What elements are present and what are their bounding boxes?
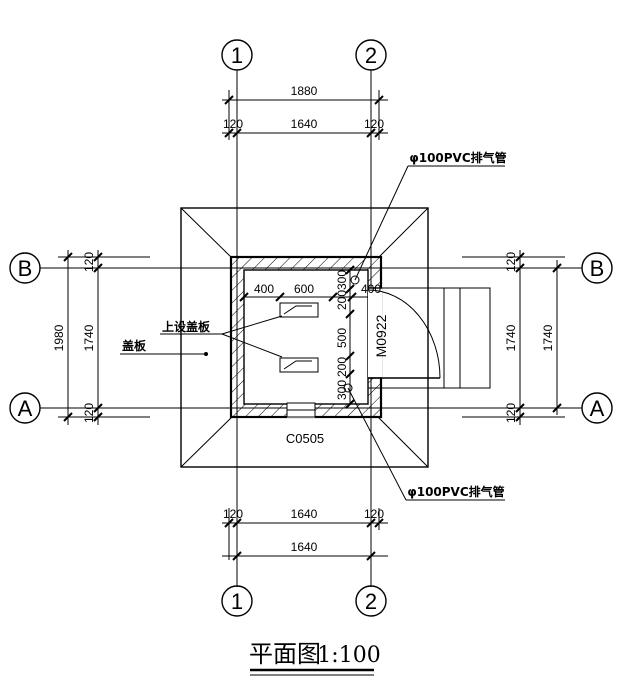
svg-text:B: B [18,256,33,281]
dim-interior-600: 600 [294,282,314,296]
upper-cover-leader [160,315,283,358]
dim-bottom-wall-left: 120 [223,507,243,521]
axis-bubble-a-right: A [581,392,613,424]
dim-interior-200-b: 200 [335,357,349,377]
vent-pipe-top-label: φ100PVC排气管 [409,150,506,165]
lower-opening [279,357,319,373]
door-label: M0922 [373,314,389,357]
dim-left-inner: 1740 [82,324,96,351]
axis-bubble-2-bottom: 2 [355,585,387,617]
dim-right-wall-top: 120 [504,252,518,272]
svg-text:A: A [18,396,33,421]
interior-dimensions [239,265,368,409]
svg-text:B: B [590,256,605,281]
right-dimension-chain [462,250,565,425]
vent-pipe-bottom-label: φ100PVC排气管 [407,484,504,499]
roof-outline [180,207,429,468]
dim-bottom-axis: 1640 [291,540,318,554]
dim-top-wall-left: 120 [223,117,243,131]
entry-steps [368,287,491,389]
window-label: C0505 [286,431,324,446]
axis-bubble-b-left: B [9,252,41,284]
cover-leader [120,352,208,356]
dim-interior-300-top: 300 [335,270,349,290]
axis-bubble-1-top: 1 [221,39,253,71]
dim-right-wall-bottom: 120 [504,403,518,423]
axis-bubble-2-top: 2 [355,39,387,71]
vent-pipe-top-icon [350,275,360,285]
dim-left-overall: 1980 [52,324,66,351]
svg-text:A: A [590,396,605,421]
drawing-title: 平面图 1:100 [249,640,381,676]
dim-interior-400-left: 400 [254,282,274,296]
drawing-title-scale: 1:100 [317,643,380,668]
axis-bubble-1-bottom: 1 [221,585,253,617]
dim-right-inner: 1740 [504,324,518,351]
dim-interior-300-bottom: 300 [335,380,349,400]
dim-top-wall-right: 120 [364,117,384,131]
dim-interior-400-right: 400 [361,282,381,296]
door-opening [367,287,441,379]
dim-left-wall-top: 120 [82,252,96,272]
dim-interior-200-a: 200 [335,290,349,310]
drawing-title-name: 平面图 [249,640,321,668]
left-dimension-chain [58,250,150,425]
svg-text:2: 2 [365,589,377,614]
dim-top-overall: 1880 [291,84,318,98]
svg-text:1: 1 [231,589,243,614]
axis-bubble-a-left: A [9,392,41,424]
dim-bottom-wall-right: 120 [364,507,384,521]
dim-interior-500: 500 [335,328,349,348]
upper-cover-label: 上设盖板 [162,319,211,334]
top-dimension-chain [222,90,388,140]
vent-pipe-top-leader [354,165,505,281]
svg-text:1: 1 [231,43,243,68]
dim-left-wall-bottom: 120 [82,403,96,423]
svg-text:2: 2 [365,43,377,68]
cover-label: 盖板 [122,338,147,353]
window-opening [286,402,316,418]
vent-pipe-bottom-icon [343,383,353,393]
dim-bottom-inner: 1640 [291,507,318,521]
dim-top-inner: 1640 [291,117,318,131]
upper-opening [279,302,319,318]
vent-pipe-bottom-leader [347,387,505,501]
axis-bubble-b-right: B [581,252,613,284]
bottom-dimension-chain [222,508,388,561]
dim-right-axis: 1740 [541,324,555,351]
